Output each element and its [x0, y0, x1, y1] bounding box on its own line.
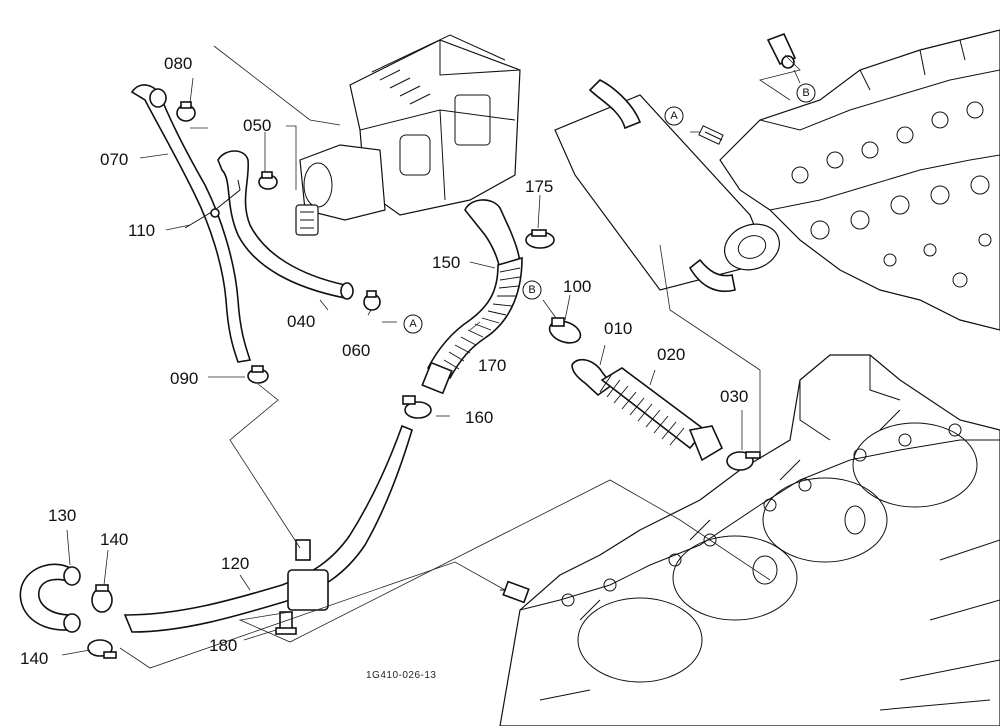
hose-010 [571, 358, 614, 397]
label-100: 100 [563, 277, 591, 296]
bellows-020-ribs [599, 373, 685, 446]
svg-text:B: B [802, 87, 809, 99]
head-fitting [766, 32, 797, 69]
egr-cooler [554, 79, 780, 292]
hose-070 [130, 84, 252, 363]
ref-marker-b-clamp: B [522, 280, 542, 300]
bellows-170 [426, 256, 523, 380]
clamp-050 [258, 171, 278, 190]
clamp-140-upper [91, 584, 113, 613]
label-175: 175 [525, 177, 553, 196]
egr-valve [295, 34, 521, 236]
clamp-160 [402, 395, 432, 419]
clamp-140-lower [87, 639, 117, 659]
ref-marker-b-head: B [796, 83, 816, 103]
label-150: 150 [432, 253, 460, 272]
label-130: 130 [48, 506, 76, 525]
hose-070-end [149, 88, 167, 108]
pipe-120 [123, 424, 413, 633]
label-020: 020 [657, 345, 685, 364]
clip-110 [184, 179, 241, 229]
pipe-120-bracket [287, 569, 329, 611]
hose-040-end [340, 282, 354, 300]
label-110: 110 [128, 221, 155, 240]
label-120: 120 [221, 554, 249, 573]
clamp-060 [363, 290, 381, 311]
drawing-code: 1G410-026-13 [366, 670, 437, 681]
pipe-120-stub [295, 539, 311, 561]
label-140-lower: 140 [20, 649, 48, 668]
label-140-upper: 140 [100, 530, 128, 549]
label-010: 010 [604, 319, 632, 338]
svg-text:A: A [409, 318, 417, 330]
hose-020-end [688, 425, 724, 462]
bellows-020 [600, 367, 707, 450]
ref-marker-a-hose: A [403, 314, 423, 334]
label-060: 060 [342, 341, 370, 360]
hose-130-end-bottom [63, 613, 81, 633]
svg-text:B: B [528, 284, 535, 296]
bellows-170-end [421, 361, 453, 395]
label-030: 030 [720, 387, 748, 406]
engine-block [499, 354, 1000, 726]
clamp-030 [726, 451, 761, 471]
label-050: 050 [243, 116, 271, 135]
engine-fitting [500, 580, 530, 604]
label-160: 160 [465, 408, 493, 427]
bellows-170-ribs [443, 267, 521, 370]
leader-lines [61, 45, 801, 669]
clamp-080 [176, 101, 196, 122]
label-080: 080 [164, 54, 192, 73]
label-090: 090 [170, 369, 198, 388]
hose-040 [217, 150, 346, 299]
svg-text:A: A [670, 110, 678, 122]
label-070: 070 [100, 150, 128, 169]
ref-marker-a-engine: A [664, 106, 684, 126]
hose-130-end-top [63, 566, 81, 586]
clamp-090 [247, 365, 269, 384]
label-170: 170 [478, 356, 506, 375]
clamp-100 [548, 317, 582, 344]
label-040: 040 [287, 312, 315, 331]
label-180: 180 [209, 636, 237, 655]
hose-150 [464, 199, 521, 272]
clamp-175 [525, 229, 555, 249]
cylinder-head [719, 29, 1000, 331]
